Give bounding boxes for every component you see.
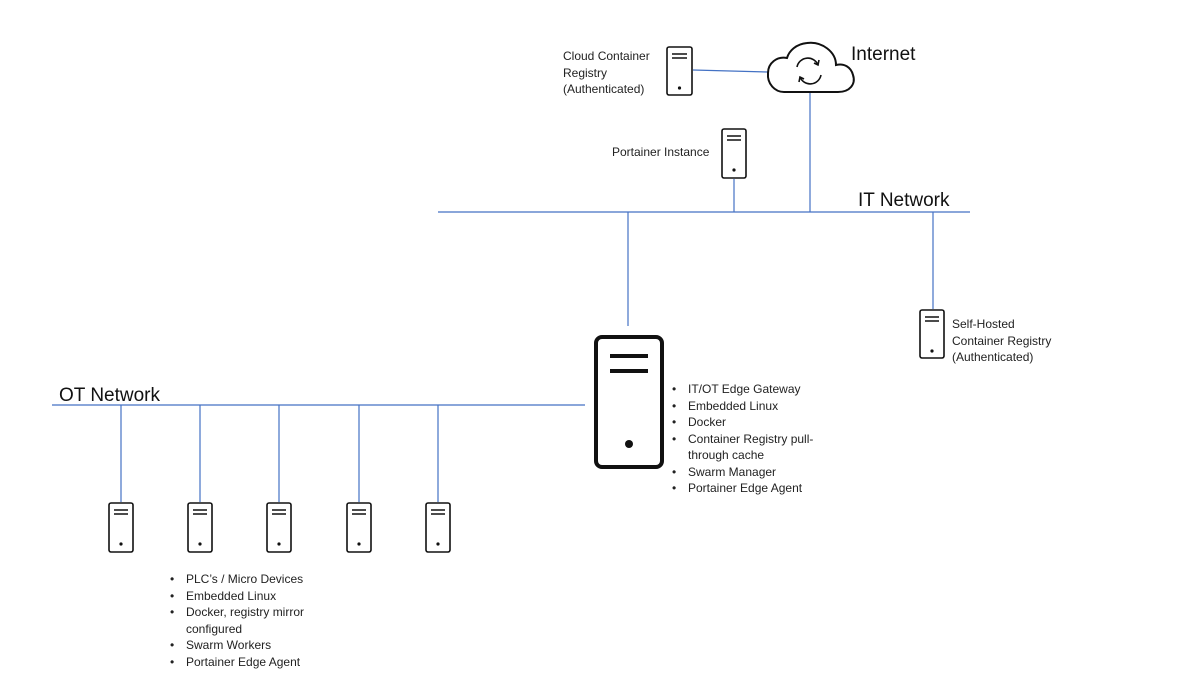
- list-item: Swarm Workers: [168, 637, 348, 654]
- self-hosted-registry-label: Self-Hosted Container Registry (Authenti…: [952, 317, 1052, 364]
- it-network-label: IT Network: [858, 190, 950, 211]
- gateway-feature-list: IT/OT Edge Gateway Embedded Linux Docker…: [670, 381, 850, 497]
- server-icon: [721, 128, 747, 179]
- list-item: Docker: [670, 414, 850, 431]
- sync-icon: [796, 57, 822, 85]
- list-item: Docker, registry mirror configured: [168, 604, 348, 637]
- connection-lines: [52, 69, 970, 502]
- cloud-registry-label: Cloud Container Registry (Authenticated): [563, 49, 650, 96]
- cloud-registry-link: [692, 69, 769, 73]
- server-icon: [266, 502, 292, 553]
- list-item: Portainer Edge Agent: [168, 654, 348, 671]
- server-icon: [187, 502, 213, 553]
- server-icon: [346, 502, 372, 553]
- portainer-instance-label: Portainer Instance: [612, 145, 710, 159]
- list-item: IT/OT Edge Gateway: [670, 381, 850, 398]
- server-icon: [425, 502, 451, 553]
- list-item: Portainer Edge Agent: [670, 480, 850, 497]
- ot-network-label: OT Network: [59, 385, 161, 406]
- list-item: Embedded Linux: [168, 588, 348, 605]
- server-icon: [919, 309, 945, 359]
- list-item: Embedded Linux: [670, 398, 850, 415]
- server-icon: [108, 502, 134, 553]
- server-icon: [666, 46, 693, 96]
- ot-device-feature-list: PLC’s / Micro Devices Embedded Linux Doc…: [168, 571, 348, 670]
- cloud-icon: [766, 41, 855, 93]
- list-item: Container Registry pull- through cache: [670, 431, 850, 464]
- internet-label: Internet: [851, 44, 916, 65]
- list-item: Swarm Manager: [670, 464, 850, 481]
- list-item: PLC’s / Micro Devices: [168, 571, 348, 588]
- server-icon: [594, 335, 664, 469]
